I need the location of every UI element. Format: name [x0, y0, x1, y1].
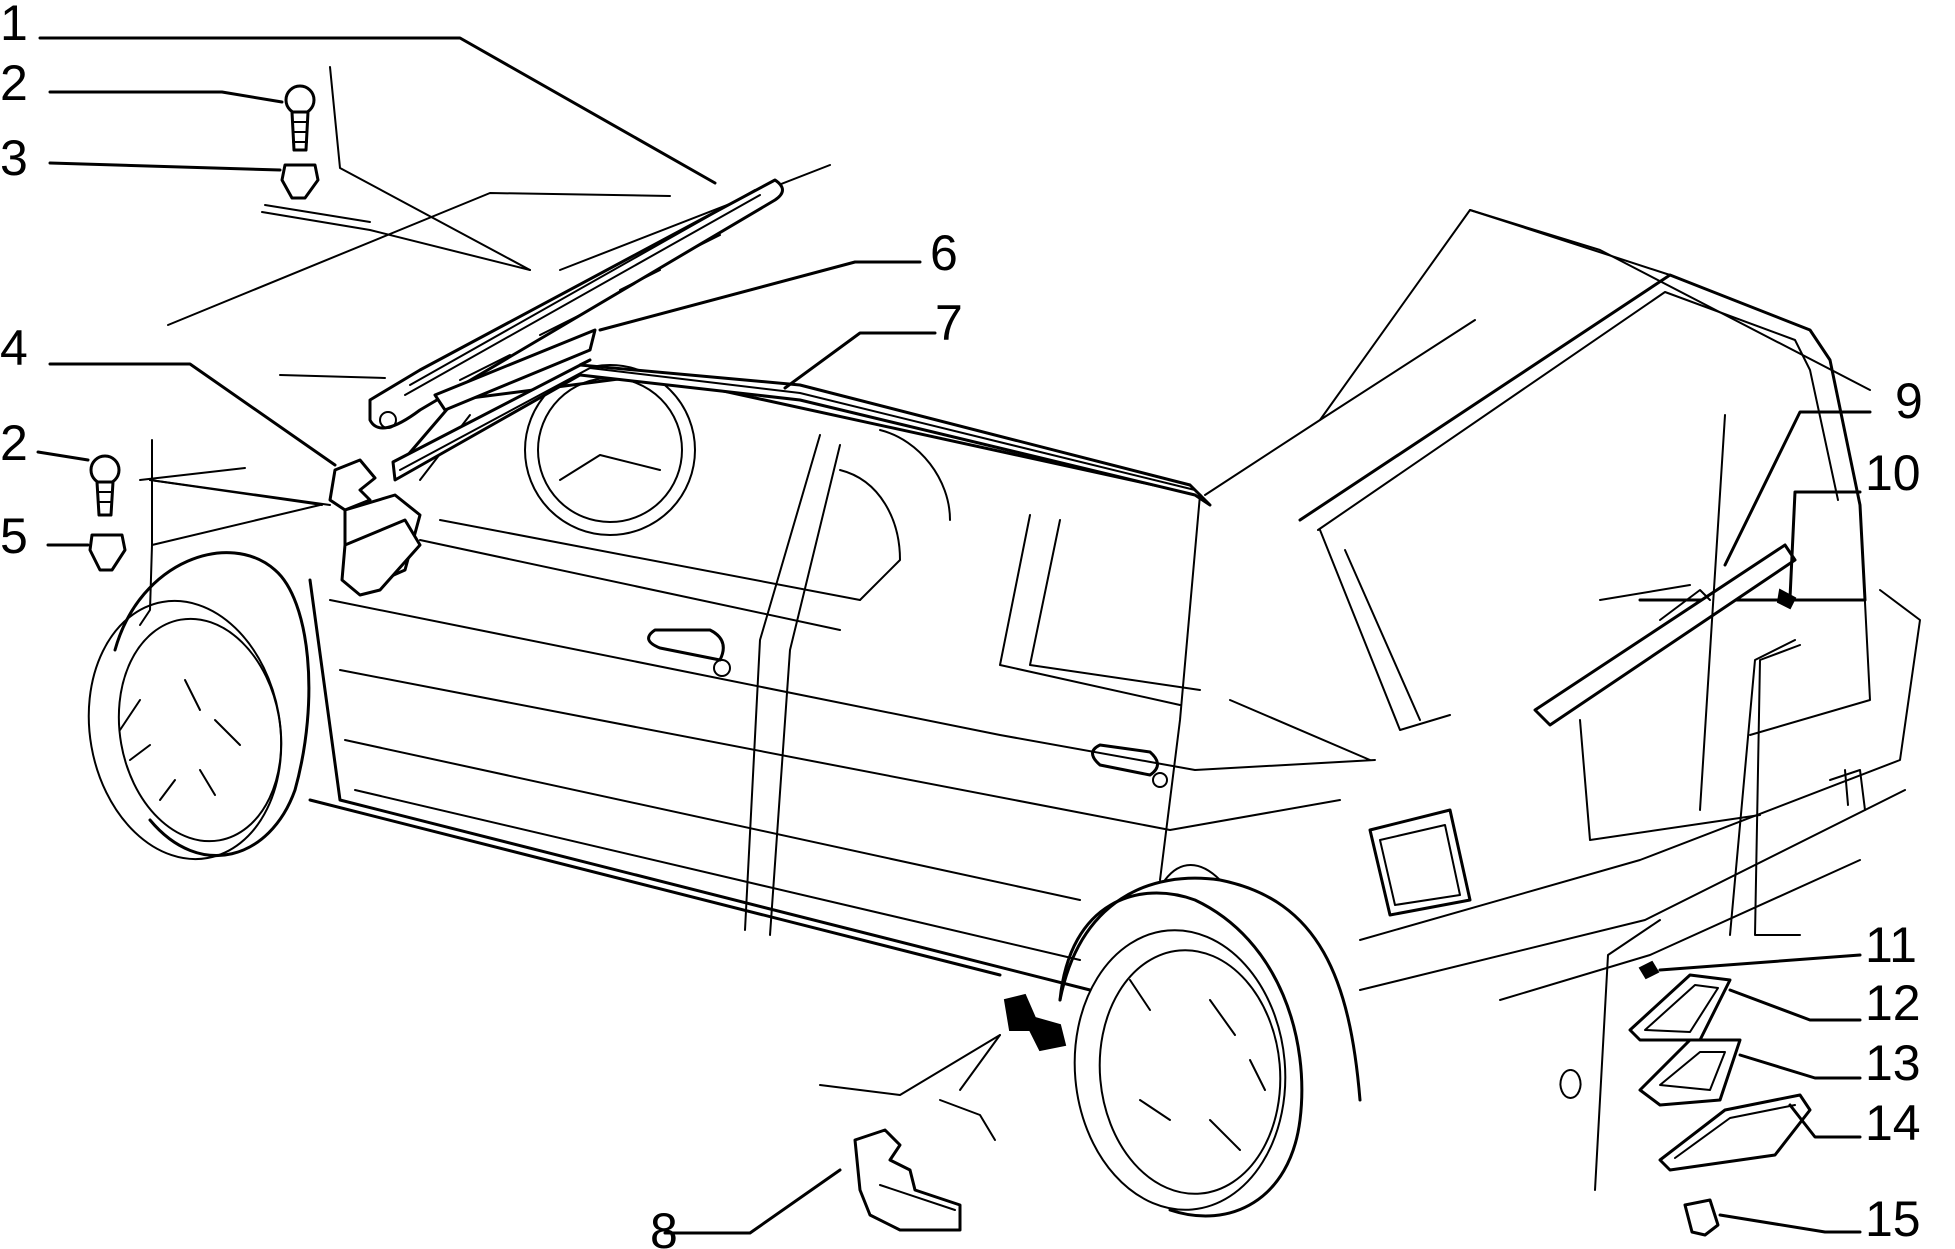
callout-3: 3	[0, 130, 28, 186]
callout-9: 9	[1895, 373, 1923, 429]
part-screw-2a	[284, 84, 316, 152]
callout-5: 5	[0, 508, 28, 564]
rear-wheel	[1058, 891, 1304, 1218]
leader-lines	[36, 36, 1872, 1235]
callout-11: 11	[1865, 917, 1917, 973]
front-wheel	[87, 551, 311, 861]
callout-7: 7	[935, 295, 963, 351]
callout-15: 15	[1865, 1191, 1921, 1247]
part-clip-15	[1683, 1198, 1720, 1237]
car-body	[87, 164, 1921, 1218]
callout-2-left: 2	[0, 415, 28, 471]
callout-14: 14	[1865, 1095, 1921, 1151]
part-strip-6	[433, 328, 597, 412]
part-screw-10	[1776, 588, 1797, 610]
part-sill-bracket-8	[853, 993, 1067, 1232]
callout-10: 10	[1865, 445, 1921, 501]
part-screw-2b	[89, 454, 121, 517]
callout-2-top: 2	[0, 55, 28, 111]
callout-13: 13	[1865, 1035, 1921, 1091]
part-lens-14	[1658, 1093, 1812, 1172]
part-clip-5	[88, 533, 127, 572]
part-gasket-12	[1628, 973, 1732, 1042]
callout-12: 12	[1865, 975, 1921, 1031]
part-screw-11	[1638, 960, 1660, 980]
part-clip-3	[280, 163, 320, 200]
callout-8: 8	[650, 1203, 678, 1249]
part-roof-moulding-7	[391, 358, 1212, 507]
part-housing-13	[1638, 1038, 1742, 1107]
part-cowl-moulding	[368, 178, 784, 430]
door-mirror	[340, 518, 422, 597]
callout-4: 4	[0, 320, 28, 376]
callout-6: 6	[930, 225, 958, 281]
part-rear-spoiler-9	[1533, 543, 1797, 727]
callout-1: 1	[0, 0, 28, 51]
